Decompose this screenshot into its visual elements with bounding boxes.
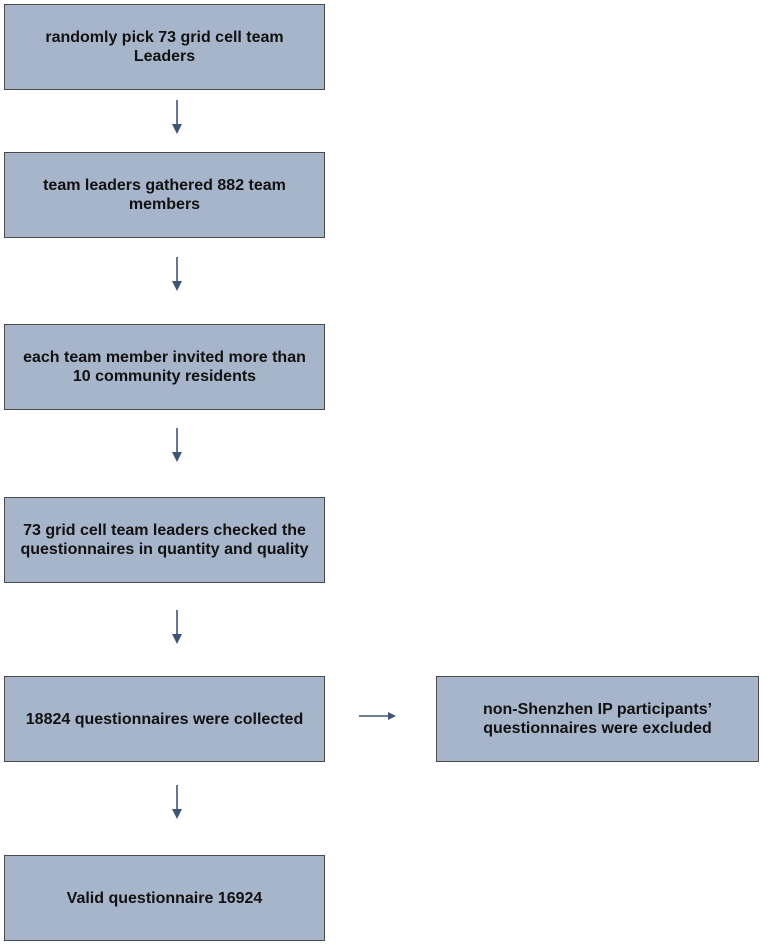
arrow-down-4 xyxy=(172,610,182,644)
step-text: 18824 questionnaires were collected xyxy=(25,710,304,728)
step-box-check-questionnaires: 73 grid cell team leaders checked the qu… xyxy=(4,497,325,583)
step-text: 73 grid cell team leaders checked the qu… xyxy=(20,522,309,558)
arrow-down-5 xyxy=(172,785,182,819)
arrow-down-3 xyxy=(172,428,182,462)
exclusion-text: non-Shenzhen IP participants’ questionna… xyxy=(482,701,713,737)
step-text: randomly pick 73 grid cell team Leaders xyxy=(45,29,284,65)
arrow-down-1 xyxy=(172,100,182,134)
step-box-questionnaires-collected: 18824 questionnaires were collected xyxy=(4,676,325,762)
step-text: team leaders gathered 882 team members xyxy=(43,177,286,213)
arrow-down-2 xyxy=(172,257,182,291)
arrow-right-exclusion xyxy=(359,712,396,720)
step-text: each team member invited more than 10 co… xyxy=(23,349,306,385)
step-box-gather-team-members: team leaders gathered 882 team members xyxy=(4,152,325,238)
step-text: Valid questionnaire 16924 xyxy=(66,889,263,907)
exclusion-box: non-Shenzhen IP participants’ questionna… xyxy=(436,676,759,762)
step-box-valid-questionnaires: Valid questionnaire 16924 xyxy=(4,855,325,941)
step-box-invite-residents: each team member invited more than 10 co… xyxy=(4,324,325,410)
step-box-pick-team-leaders: randomly pick 73 grid cell team Leaders xyxy=(4,4,325,90)
